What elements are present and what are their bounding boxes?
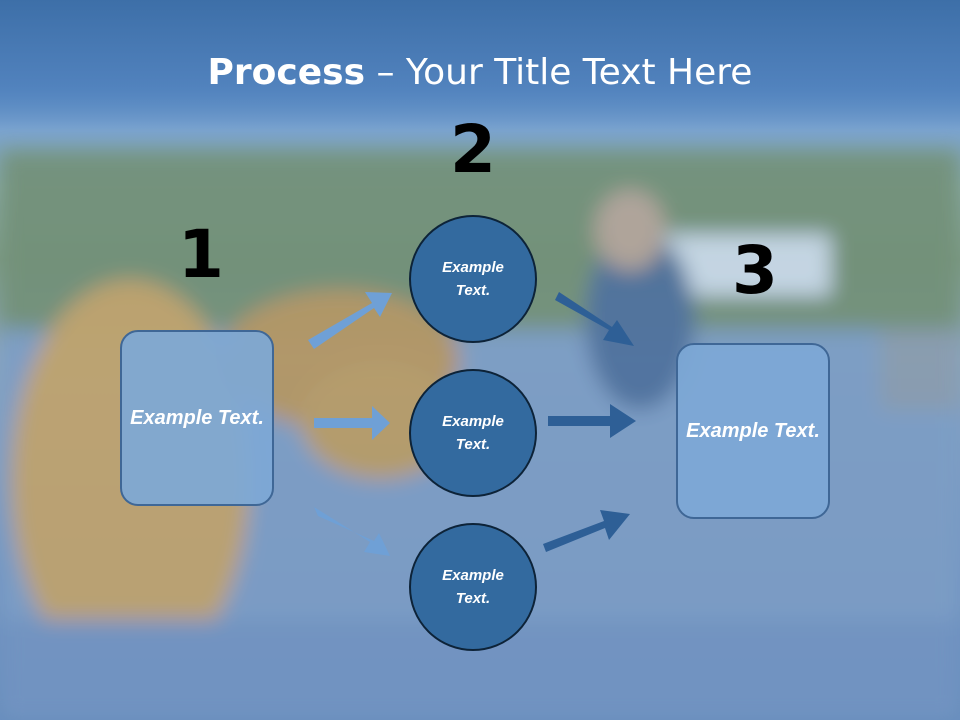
left-step-box: Example Text. <box>120 330 274 506</box>
circle-middle: Example Text. <box>409 369 537 497</box>
step-number-1: 1 <box>178 216 224 293</box>
step-number-2: 2 <box>450 111 496 188</box>
right-step-box: Example Text. <box>676 343 830 519</box>
title-bold: Process <box>207 52 366 93</box>
step-number-3: 3 <box>732 232 778 309</box>
arrow-top-to-box <box>555 292 634 346</box>
arrow-box-to-bottom <box>314 507 390 556</box>
arrow-bottom-to-box <box>543 510 630 552</box>
arrow-box-to-middle <box>314 406 390 440</box>
circle-bottom: Example Text. <box>409 523 537 651</box>
arrow-box-to-top <box>308 292 392 349</box>
slide-title: Process – Your Title Text Here <box>0 52 960 93</box>
title-rest: – Your Title Text Here <box>365 52 753 93</box>
title-band <box>0 0 960 130</box>
arrow-middle-to-box <box>548 404 636 438</box>
circle-top: Example Text. <box>409 215 537 343</box>
